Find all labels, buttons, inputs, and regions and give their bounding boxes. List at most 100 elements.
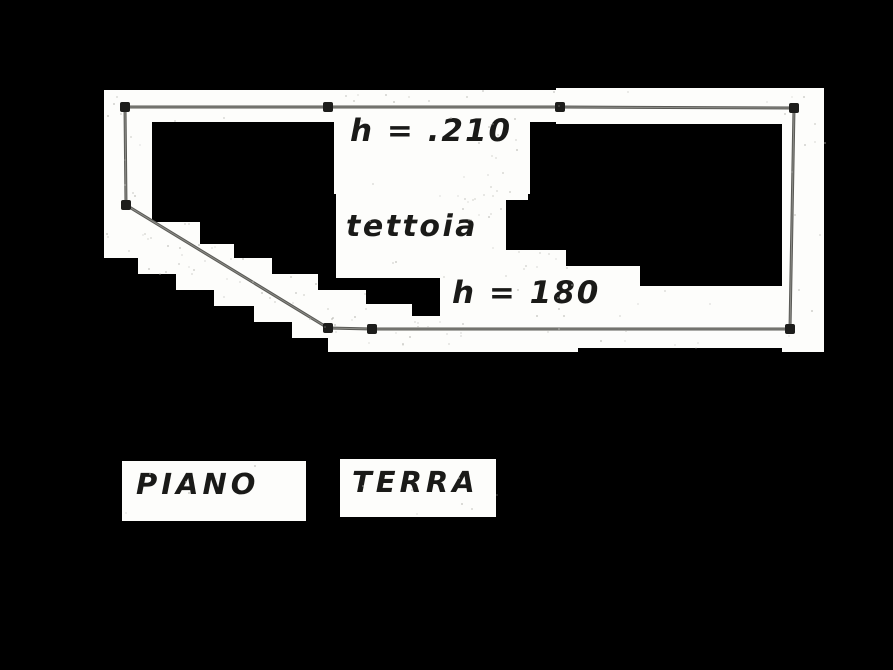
scan-speck (138, 143, 141, 146)
scan-speck (363, 293, 366, 296)
paper-patch-bottom-edge-band (328, 318, 578, 352)
scan-speck (251, 280, 254, 283)
scan-speck (462, 322, 465, 325)
scan-speck (535, 314, 538, 317)
scan-speck (188, 222, 191, 225)
scan-speck (116, 95, 119, 98)
scan-speck (490, 186, 493, 188)
scan-speck (495, 157, 498, 160)
paper-patch-caption-terra-patch (340, 459, 496, 517)
scan-speck (482, 193, 485, 196)
scan-speck (203, 260, 206, 263)
room-label-tettoia: tettoia (346, 209, 479, 244)
scan-speck (190, 272, 193, 275)
scan-speck (488, 126, 491, 129)
scan-speck (261, 292, 264, 295)
scan-speck (565, 267, 568, 270)
scan-speck (448, 342, 451, 345)
scan-speck (570, 284, 573, 287)
scan-speck (193, 269, 196, 272)
scan-speck (143, 232, 146, 235)
scan-speck (449, 116, 452, 119)
scan-speck (291, 302, 294, 305)
scan-speck (492, 194, 495, 197)
scan-speck (553, 90, 556, 93)
scan-speck (253, 465, 256, 468)
scan-speck (694, 347, 697, 350)
scan-speck (414, 321, 417, 324)
scan-speck (514, 139, 517, 142)
scan-speck (791, 95, 794, 98)
scan-speck (357, 94, 360, 97)
scan-speck (214, 246, 217, 249)
scan-speck (141, 234, 144, 237)
scan-speck (173, 119, 176, 122)
scan-speck (487, 215, 490, 218)
scan-speck (501, 172, 504, 175)
scan-speck (354, 316, 357, 319)
scan-speck (294, 291, 297, 294)
scan-speck (624, 339, 627, 342)
scan-speck (627, 90, 630, 93)
scan-speck (345, 94, 348, 97)
scan-speck (522, 267, 525, 270)
scan-speck (518, 251, 521, 254)
scan-speck (783, 112, 786, 115)
scan-speck (473, 197, 476, 200)
scan-speck (457, 194, 460, 197)
scan-speck (417, 322, 420, 325)
paper-patch-bottom-band-right (568, 286, 824, 348)
scan-speck (539, 252, 542, 255)
scan-speck (600, 339, 603, 342)
scan-speck (445, 333, 448, 336)
scan-speck (269, 297, 272, 300)
scan-speck (810, 309, 813, 312)
scan-speck (787, 334, 790, 337)
scan-speck (813, 122, 816, 125)
scan-speck (309, 318, 312, 321)
scan-speck (384, 93, 387, 96)
scan-speck (180, 253, 183, 256)
scan-speck (558, 307, 561, 310)
scan-speck (823, 142, 826, 145)
scan-speck (709, 302, 712, 305)
scan-speck (392, 100, 395, 103)
scan-speck (239, 281, 242, 284)
scan-speck (790, 170, 793, 173)
scan-speck (462, 175, 465, 178)
scan-speck (187, 265, 190, 268)
scan-speck (125, 512, 127, 515)
scan-speck (460, 502, 463, 505)
plan-caption-word-terra: TERRA (352, 465, 479, 499)
scan-speck (303, 293, 305, 296)
scan-speck (106, 233, 109, 236)
scan-speck (332, 316, 335, 319)
scan-speck (178, 246, 181, 249)
scan-speck (290, 275, 293, 278)
scan-speck (466, 96, 469, 99)
scan-speck (427, 100, 430, 103)
scan-speck (508, 190, 511, 193)
scan-speck (416, 326, 419, 329)
scan-speck (120, 112, 123, 115)
scan-speck (495, 494, 498, 497)
scan-speck (198, 243, 201, 246)
scan-speck (222, 296, 225, 299)
scan-speck (546, 331, 549, 334)
paper-patch-caption-piano-patch (122, 461, 306, 521)
scan-speck (185, 481, 188, 484)
scan-speck (401, 343, 404, 346)
scan-speck (225, 278, 228, 281)
scan-speck (326, 308, 329, 310)
scan-speck (230, 258, 233, 261)
scan-speck (696, 341, 699, 344)
scan-speck (489, 123, 492, 126)
scan-speck (490, 155, 493, 158)
scan-speck (149, 237, 152, 240)
ceiling-height-upper-label: h = .210 (350, 113, 513, 149)
scan-speck (392, 261, 395, 264)
scan-speck (636, 302, 639, 305)
scan-speck (499, 207, 502, 210)
scan-speck (471, 199, 474, 202)
